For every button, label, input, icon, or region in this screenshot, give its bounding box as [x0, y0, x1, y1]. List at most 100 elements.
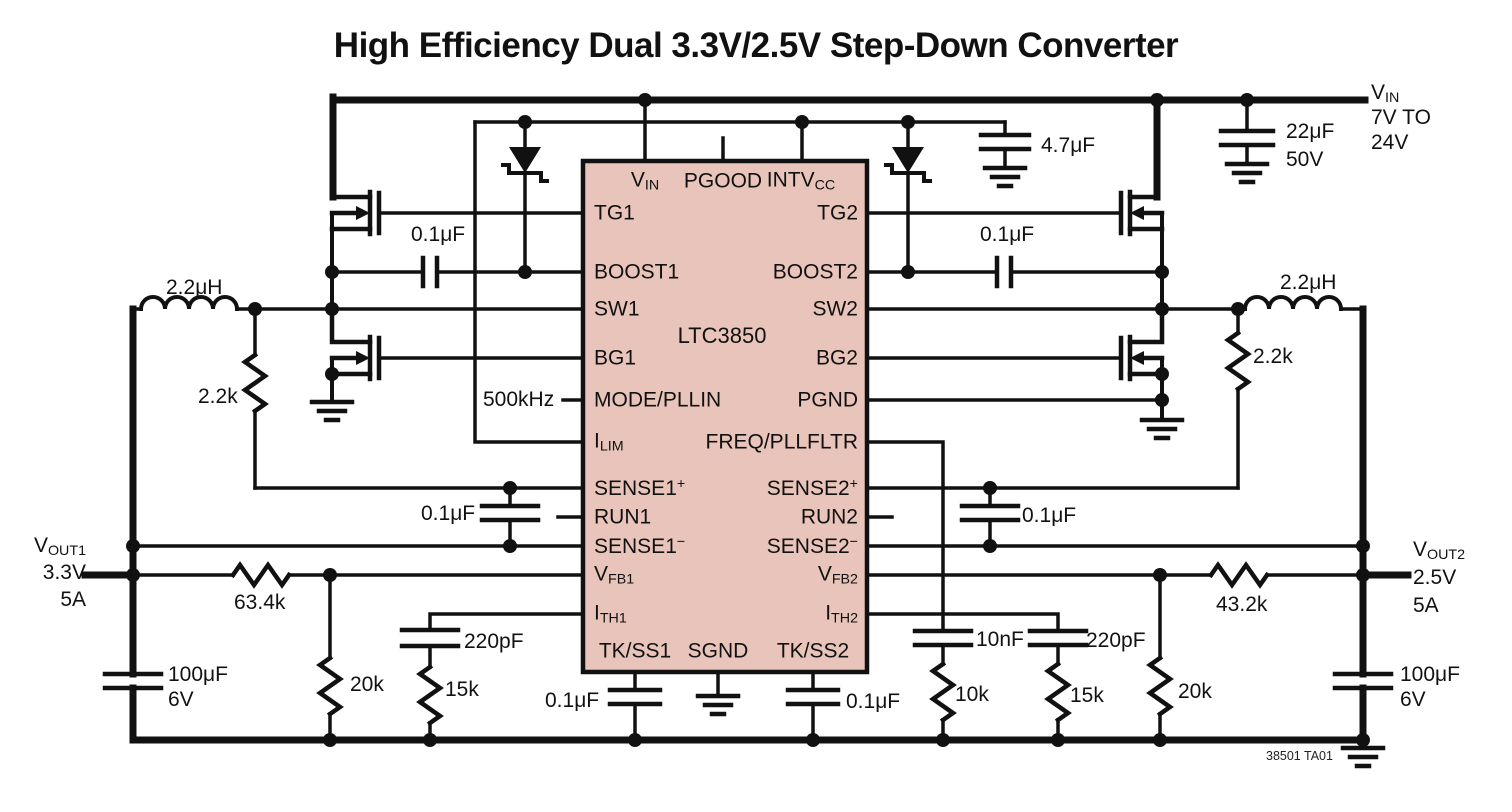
pin-pgnd: PGND	[797, 388, 858, 412]
cap-ss1	[607, 687, 663, 707]
pin-tkss2: TK/SS2	[776, 639, 850, 663]
label-rith1: 15k	[445, 678, 479, 701]
pin-run2: RUN2	[800, 505, 858, 529]
cap-boost2	[994, 255, 1014, 289]
label-l1: 2.2μH	[166, 276, 223, 299]
label-rfb1-top: 63.4k	[234, 591, 286, 614]
pin-pgood: PGOOD	[683, 169, 763, 193]
schottky-diode-boost2	[884, 147, 932, 183]
pin-bg1: BG1	[594, 346, 637, 370]
label-rith2: 15k	[1070, 684, 1104, 707]
label-dcr2: 2.2k	[1253, 345, 1293, 368]
label-cout2: 100μF	[1400, 663, 1460, 686]
pin-sgnd: SGND	[687, 639, 749, 663]
ground-symbols	[309, 161, 1386, 769]
resistor-ith2-15k	[1044, 660, 1072, 724]
label-cin-v: 50V	[1286, 148, 1324, 171]
label-cout2-v: 6V	[1400, 688, 1426, 711]
resistor-ith1-15k	[416, 663, 444, 727]
mosfet-bottom-left	[329, 306, 382, 404]
pin-intvcc: INTVCC	[766, 168, 836, 194]
resistor-freq-10k	[929, 660, 957, 724]
label-cith1: 220pF	[464, 630, 524, 653]
label-vout2: VOUT2	[1413, 538, 1466, 564]
label-l2: 2.2μH	[1280, 271, 1337, 294]
ic-body-ltc3850	[580, 158, 870, 675]
label-vin: VIN	[1371, 81, 1400, 107]
cap-freq-10nf	[912, 628, 974, 648]
pin-bg2: BG2	[815, 346, 858, 370]
label-freq-500khz: 500kHz	[483, 388, 555, 411]
mosfet-top-right	[1118, 189, 1165, 311]
pin-tg2: TG2	[817, 201, 858, 225]
resistor-dcr2-2k2	[1224, 329, 1252, 393]
label-cintvcc: 4.7μF	[1041, 134, 1096, 157]
label-cin: 22μF	[1286, 120, 1335, 143]
pin-vfb1: VFB1	[594, 562, 635, 588]
label-rfb2-bot: 20k	[1178, 680, 1212, 703]
pin-mode-pllin: MODE/PLLIN	[594, 388, 722, 412]
pin-tg1: TG1	[594, 201, 635, 225]
label-cout1-v: 6V	[168, 688, 194, 711]
pin-sense2-minus: SENSE2−	[766, 533, 858, 559]
label-cout1: 100μF	[168, 663, 228, 686]
label-dcr1: 2.2k	[198, 385, 238, 408]
label-vout1-amps: 5A	[60, 588, 86, 611]
pin-run1: RUN1	[594, 505, 652, 529]
label-csense1: 0.1μF	[421, 502, 476, 525]
label-vout1-volts: 3.3V	[42, 561, 86, 584]
pin-sense1-plus: SENSE1+	[594, 475, 686, 501]
pin-sense1-minus: SENSE1−	[594, 533, 686, 559]
label-vin-range1: 7V TO	[1371, 106, 1431, 129]
label-css2: 0.1μF	[846, 690, 901, 713]
cap-ss2	[785, 687, 841, 707]
pin-ilim: ILIM	[594, 429, 624, 455]
pin-boost1: BOOST1	[594, 260, 680, 284]
resistor-fb1-63k4	[229, 561, 293, 589]
pin-sense2-plus: SENSE2+	[766, 475, 858, 501]
label-cboost1: 0.1μF	[411, 223, 466, 246]
resistor-dcr1-2k2	[241, 351, 269, 415]
cap-boost1	[420, 255, 440, 289]
label-rfreq: 10k	[955, 683, 989, 706]
schematic-title: High Efficiency Dual 3.3V/2.5V Step-Down…	[333, 26, 1179, 65]
cap-out2-100uf	[1332, 671, 1394, 691]
label-vin-range2: 24V	[1371, 131, 1409, 154]
resistor-fb2-43k2	[1207, 561, 1271, 589]
pin-boost2: BOOST2	[772, 260, 858, 284]
junction-dots	[126, 93, 1370, 747]
pin-ith1: ITH1	[594, 601, 627, 627]
pin-freq-pllfltr: FREQ/PLLFLTR	[705, 430, 858, 454]
schottky-diode-boost1	[501, 147, 549, 183]
label-cith2: 220pF	[1086, 629, 1146, 652]
cap-ith1-220pf	[399, 627, 461, 649]
cap-in-22uf	[1218, 128, 1276, 148]
pin-tkss1: TK/SS1	[598, 639, 672, 663]
label-cboost2: 0.1μF	[980, 223, 1035, 246]
cap-intvcc-4u7	[978, 132, 1032, 152]
label-vout2-amps: 5A	[1413, 594, 1439, 617]
pin-sw2: SW2	[812, 297, 858, 321]
inductor-l2	[1242, 295, 1344, 312]
resistor-fb1-20k	[316, 654, 344, 718]
label-css1: 0.1μF	[545, 689, 600, 712]
pin-vfb2: VFB2	[817, 562, 858, 588]
ic-name: LTC3850	[677, 323, 767, 348]
label-rfb2-top: 43.2k	[1216, 593, 1268, 616]
mosfet-top-left	[329, 189, 382, 311]
inductor-l1	[138, 295, 240, 312]
pin-ith2: ITH2	[825, 601, 858, 627]
cap-sense1	[479, 503, 541, 523]
pin-vin: VIN	[630, 168, 660, 194]
label-rfb1-bot: 20k	[350, 673, 384, 696]
pin-sw1: SW1	[594, 297, 640, 321]
label-vout1: VOUT1	[33, 534, 86, 560]
mosfet-bottom-right	[1118, 306, 1165, 422]
cap-sense2	[959, 503, 1021, 523]
resistor-fb2-20k	[1146, 654, 1174, 718]
label-csense2: 0.1μF	[1022, 504, 1077, 527]
label-figure-ref: 38501 TA01	[1266, 749, 1333, 763]
cap-out1-100uf	[102, 671, 164, 691]
